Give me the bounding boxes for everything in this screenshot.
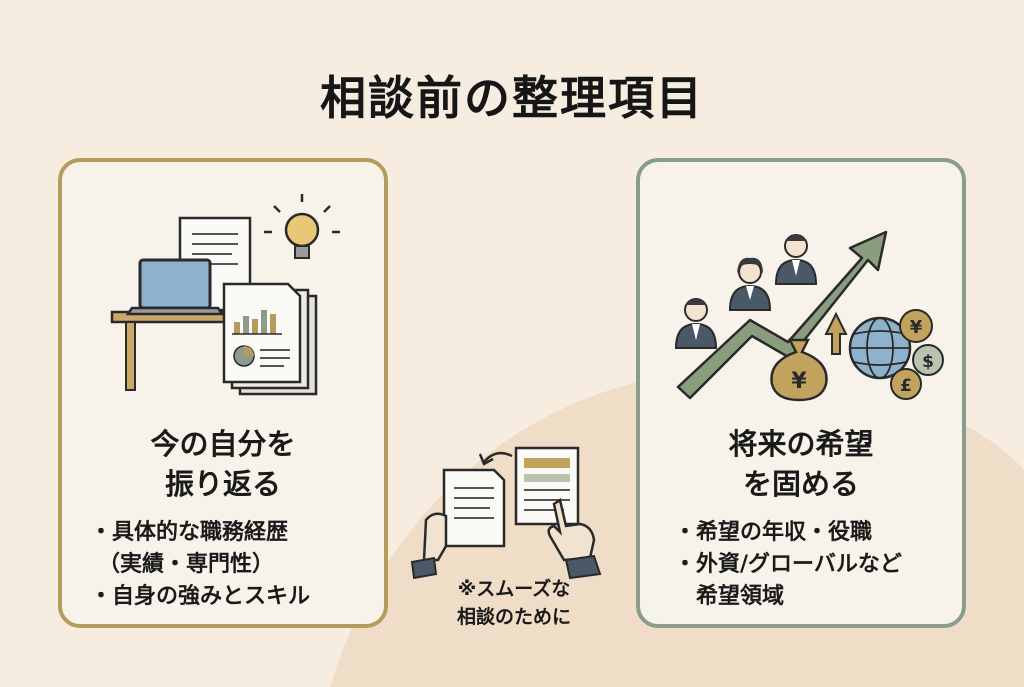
list-item: ・具体的な職務経歴 xyxy=(90,520,289,545)
lightbulb-icon xyxy=(264,194,340,259)
laptop-icon xyxy=(125,258,225,316)
money-bag-icon: ¥ xyxy=(770,338,828,402)
future-goals-heading: 将来の希望 を固める xyxy=(728,427,874,501)
list-item: （実績・専門性） xyxy=(98,552,275,577)
list-item: ・自身の強みとスキル xyxy=(90,584,311,609)
self-review-illustration xyxy=(110,194,340,396)
coin-icon: ¥ xyxy=(899,309,933,343)
svg-text:¥: ¥ xyxy=(791,369,807,394)
businessperson-icon xyxy=(774,234,818,285)
future-goals-illustration: ¥ ¥ $ £ xyxy=(674,230,944,402)
growth-arrow-icon xyxy=(676,230,888,400)
svg-text:£: £ xyxy=(900,376,912,396)
up-arrow-icon xyxy=(824,311,848,355)
return-arrow-icon xyxy=(478,451,513,466)
reflect-self-card: 今の自分を 振り返る ・具体的な職務経歴 （実績・専門性） ・自身の強みとスキル xyxy=(58,158,388,628)
form-sheet-icon xyxy=(514,446,580,526)
list-item: ・外資/グローバルなど xyxy=(674,552,902,577)
list-item: ・希望の年収・役職 xyxy=(674,520,873,545)
businessperson-icon xyxy=(728,257,772,311)
list-item: 希望領域 xyxy=(696,584,785,609)
pointing-hand-icon xyxy=(547,497,602,580)
businessperson-icon xyxy=(674,298,718,349)
reflect-self-bullets: ・具体的な職務経歴 （実績・専門性） ・自身の強みとスキル xyxy=(90,517,390,613)
svg-text:¥: ¥ xyxy=(910,317,923,338)
future-goals-bullets: ・希望の年収・役職 ・外資/グローバルなど 希望領域 xyxy=(674,517,974,613)
coin-icon: £ xyxy=(890,368,922,400)
future-goals-card: ¥ ¥ $ £ 将来の希望 を固める ・希望の年収 xyxy=(636,158,966,628)
paperwork-exchange-illustration xyxy=(410,446,602,580)
bar-chart-report-icon xyxy=(222,282,318,396)
globe-icon xyxy=(848,316,912,380)
reflect-self-heading: 今の自分を 振り返る xyxy=(150,427,296,501)
hand-holding-document-icon xyxy=(410,468,506,580)
smooth-consultation-note: ※スムーズな 相談のために xyxy=(456,578,571,628)
page-title: 相談前の整理項目 xyxy=(320,71,704,125)
coin-icon: $ xyxy=(912,344,944,376)
svg-text:$: $ xyxy=(922,352,934,372)
